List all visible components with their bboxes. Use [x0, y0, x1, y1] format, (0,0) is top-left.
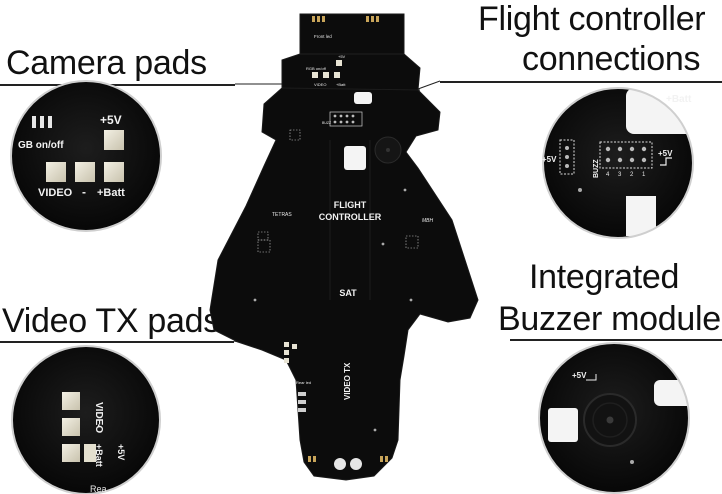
zoom-buzzer-module [539, 343, 689, 493]
callout-video-tx-underline [0, 341, 234, 343]
board-bottom-hole-left [334, 458, 346, 470]
callout-video-tx-pads: Video TX pads [2, 302, 220, 340]
zoom-video-tx-pads [12, 346, 160, 494]
zoom-camera-pad-batt [104, 162, 124, 182]
board-bottom-hole-right [350, 458, 362, 470]
zoom-camera-rgb-label: GB on/off [18, 140, 64, 151]
zoom-video-5v-label: +5V [116, 444, 126, 460]
zoom-camera-minus-label: - [82, 185, 86, 199]
board-rgb-onoff-label: RGB on/off [306, 66, 327, 71]
callout-fc-connections-line2: connections [522, 40, 701, 78]
board-bottom-pads [308, 456, 388, 462]
board-flight-label: FLIGHT [334, 200, 367, 210]
zoom-camera-video-label: VIDEO [38, 187, 73, 199]
pcb-board [209, 13, 479, 481]
zoom-video-minus-label: - [93, 424, 105, 428]
zoom-buzzer-white-pad [548, 408, 578, 442]
board-tetras-label: TETRAS [272, 212, 292, 218]
zoom-video-pad-batt [62, 444, 80, 462]
callout-buzzer-underline [510, 339, 722, 341]
zoom-fc-connections [543, 88, 693, 238]
zoom-camera-5v-label: +5V [100, 113, 122, 127]
zoom-fc-5v-right-label: +5V [658, 149, 673, 158]
zoom-video-batt-label: +Batt [94, 444, 104, 467]
board-front-led-label: Front led [314, 34, 332, 39]
zoom-camera-pad-5v [104, 130, 124, 150]
zoom-camera-pad-gnd [75, 162, 95, 182]
board-video-tx-label: VIDEO TX [343, 362, 352, 400]
board-buzzer-pad [344, 146, 366, 170]
callout-buzzer-line1: Integrated [529, 258, 680, 296]
board-video-label: VIDEO [314, 82, 326, 87]
callout-fc-connections-line1: Flight controller [478, 0, 706, 38]
board-controller-label: CONTROLLER [319, 212, 382, 222]
board-rear-led-label: Rear led [296, 380, 311, 385]
board-fc-header [329, 111, 363, 127]
zoom-video-pad-5v [84, 444, 96, 462]
board-plus-batt-label: +Batt [336, 82, 346, 87]
board-sat-label: SAT [339, 288, 357, 298]
zoom-buzzer-5v-label: +5V [572, 371, 587, 380]
zoom-fc-pin-2: 2 [630, 172, 634, 178]
zoom-fc-batt-label: +Batt [666, 94, 692, 105]
zoom-video-pad-gnd [62, 418, 80, 436]
board-white-pad [354, 92, 372, 104]
zoom-camera-pads [11, 81, 161, 231]
board-camera-pads [312, 60, 342, 78]
zoom-fc-pin-4: 4 [606, 172, 610, 178]
zoom-camera-pad-video [46, 162, 66, 182]
callout-camera-pads-underline [0, 84, 235, 86]
board-video-tx-pads [284, 342, 297, 363]
board-buzz-label: BUZZ [322, 121, 332, 125]
zoom-camera-batt-label: +Batt [97, 187, 125, 199]
top-connector-pads [312, 16, 379, 22]
callout-camera-pads: Camera pads [6, 44, 207, 82]
zoom-fc-buzz-label: BUZZ [593, 159, 600, 178]
board-esc-footprints [257, 129, 419, 253]
board-plus5v-label: +5V [338, 54, 346, 59]
zoom-video-pad-video [62, 392, 80, 410]
zoom-fc-pin-1: 1 [642, 172, 646, 178]
zoom-fc-pin-numbers: 4 3 2 1 [606, 172, 646, 178]
board-rear-led-chips [298, 392, 306, 412]
zoom-fc-pin-3: 3 [618, 172, 622, 178]
zoom-video-video-label: VIDEO [93, 402, 104, 433]
callout-buzzer-line2: Buzzer module [498, 300, 721, 338]
zoom-video-rear-label: Rea [90, 484, 107, 494]
board-logo: MBH [422, 218, 434, 224]
callout-fc-connections-underline [440, 81, 722, 83]
zoom-fc-5v-left-label: +5V [542, 155, 557, 164]
